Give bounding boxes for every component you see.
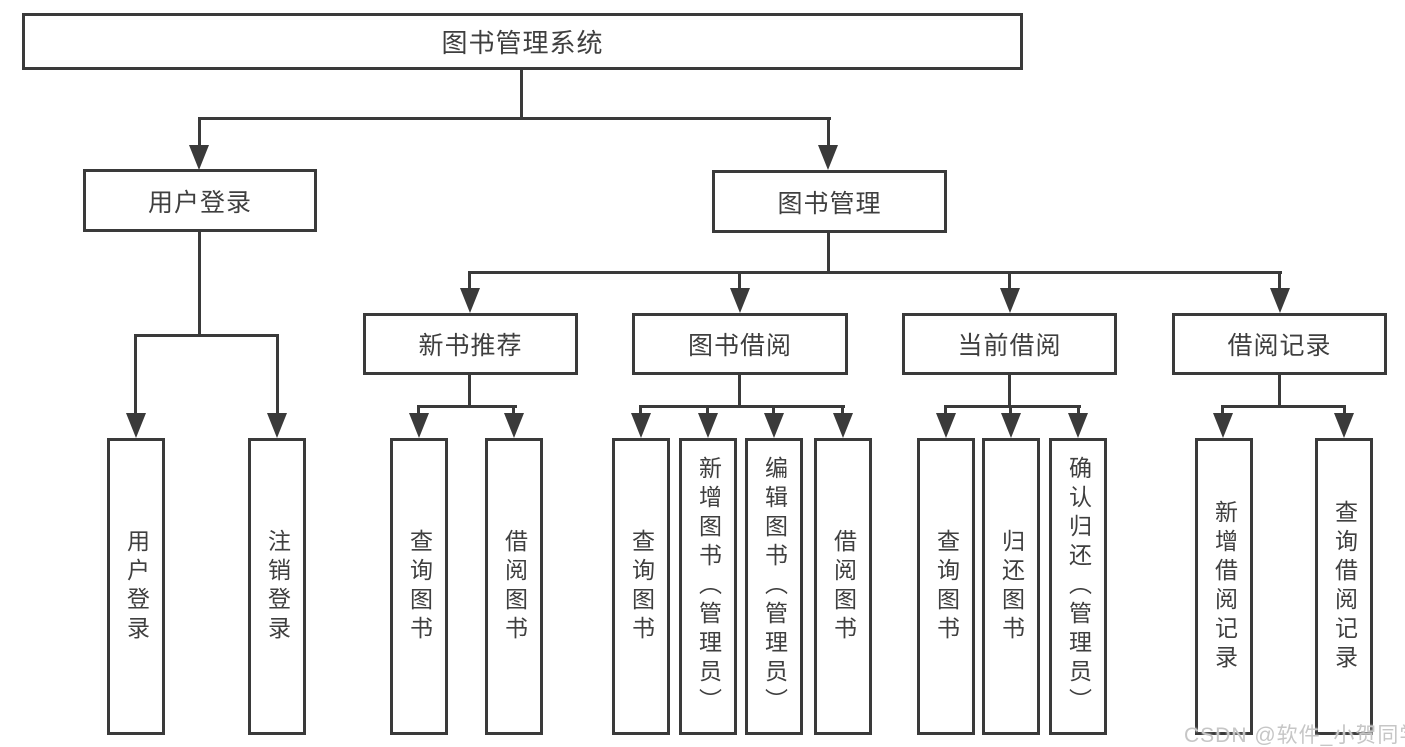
leaf-user-login: 用户登录: [107, 438, 165, 735]
leaf-label: 注销登录: [264, 528, 291, 645]
leaf-label: 用户登录: [123, 528, 150, 645]
arrow-down-icon: [818, 145, 838, 170]
leaf-current-confirm-return-admin: 确认归还（管理员）: [1049, 438, 1107, 735]
arrow-down-icon: [631, 413, 651, 438]
node-borrow-record: 借阅记录: [1172, 313, 1387, 375]
connector-leaf-shaft: [1077, 405, 1080, 417]
node-label: 当前借阅: [957, 332, 1062, 360]
connector-borrow-shaft: [738, 271, 741, 293]
connector-leaf-shaft: [841, 405, 844, 417]
leaf-record-query-record: 查询借阅记录: [1315, 438, 1373, 735]
connector-leaf-shaft: [417, 405, 420, 417]
connector-leaf-shaft: [772, 405, 775, 417]
connector-current-hline: [944, 405, 1081, 408]
arrow-down-icon: [730, 288, 750, 313]
arrow-down-icon: [1270, 288, 1290, 313]
arrow-down-icon: [126, 413, 146, 438]
leaf-label: 归还图书: [998, 528, 1025, 645]
connector-leaf-shaft: [639, 405, 642, 417]
connector-login-hline: [134, 334, 279, 337]
connector-record-hline: [1221, 405, 1346, 408]
node-user-login: 用户登录: [83, 169, 317, 232]
leaf-label: 编辑图书（管理员）: [761, 456, 788, 717]
connector-newbook-hline: [417, 405, 517, 408]
arrow-down-icon: [267, 413, 287, 438]
leaf-label: 新增借阅记录: [1211, 499, 1238, 674]
connector-manage-drop: [827, 232, 830, 273]
connector-login-leaf2-shaft: [276, 334, 279, 416]
node-book-manage: 图书管理: [712, 170, 947, 233]
arrow-down-icon: [1001, 413, 1021, 438]
arrow-down-icon: [698, 413, 718, 438]
connector-current-shaft: [1008, 271, 1011, 293]
arrow-down-icon: [189, 145, 209, 170]
node-current-borrow: 当前借阅: [902, 313, 1117, 375]
connector-newbook-shaft: [468, 271, 471, 293]
leaf-current-query-book: 查询图书: [917, 438, 975, 735]
connector-record-shaft: [1278, 271, 1281, 293]
leaf-current-return-book: 归还图书: [982, 438, 1040, 735]
node-label: 图书管理: [777, 189, 882, 218]
connector-leaf-shaft: [1009, 405, 1012, 417]
arrow-down-icon: [764, 413, 784, 438]
leaf-label: 查询借阅记录: [1331, 499, 1358, 674]
arrow-down-icon: [460, 288, 480, 313]
node-label: 图书借阅: [687, 332, 792, 360]
node-label: 图书管理系统: [441, 28, 604, 58]
csdn-watermark: CSDN @软件_小贺同学: [1184, 724, 1405, 747]
leaf-newbook-borrow-book: 借阅图书: [485, 438, 543, 735]
node-new-book-recommend: 新书推荐: [363, 313, 578, 375]
connector-root-drop: [520, 68, 523, 119]
arrow-down-icon: [1068, 413, 1088, 438]
leaf-label: 确认归还（管理员）: [1065, 456, 1092, 717]
connector-leaf-shaft: [944, 405, 947, 417]
leaf-label: 查询图书: [933, 528, 960, 645]
leaf-borrow-add-book-admin: 新增图书（管理员）: [679, 438, 737, 735]
connector-login-drop: [198, 231, 201, 336]
connector-book-manage-shaft: [827, 117, 830, 149]
node-label: 用户登录: [147, 188, 252, 217]
arrow-down-icon: [504, 413, 524, 438]
connector-leaf-shaft: [1343, 405, 1346, 417]
node-root-library-system: 图书管理系统: [22, 13, 1023, 70]
connector-newbook-drop: [468, 375, 471, 408]
connector-leaf-shaft: [706, 405, 709, 417]
connector-current-drop: [1008, 375, 1011, 408]
leaf-label: 查询图书: [406, 528, 433, 645]
leaf-borrow-edit-book-admin: 编辑图书（管理员）: [745, 438, 803, 735]
arrow-down-icon: [409, 413, 429, 438]
leaf-borrow-query-book: 查询图书: [612, 438, 670, 735]
leaf-record-add-record: 新增借阅记录: [1195, 438, 1253, 735]
arrow-down-icon: [1000, 288, 1020, 313]
connector-record-drop: [1278, 375, 1281, 408]
leaf-newbook-query-book: 查询图书: [390, 438, 448, 735]
connector-login-leaf1-shaft: [134, 334, 137, 416]
connector-user-login-shaft: [198, 117, 201, 149]
node-book-borrow: 图书借阅: [632, 313, 848, 375]
leaf-logout-login: 注销登录: [248, 438, 306, 735]
leaf-label: 借阅图书: [501, 528, 528, 645]
connector-leaf-shaft: [1221, 405, 1224, 417]
leaf-borrow-borrow-book: 借阅图书: [814, 438, 872, 735]
connector-root-hline: [198, 117, 831, 120]
leaf-label: 借阅图书: [830, 528, 857, 645]
connector-leaf-shaft: [512, 405, 515, 417]
arrow-down-icon: [833, 413, 853, 438]
node-label: 借阅记录: [1227, 332, 1332, 360]
arrow-down-icon: [936, 413, 956, 438]
connector-borrow-drop: [738, 375, 741, 408]
arrow-down-icon: [1334, 413, 1354, 438]
node-label: 新书推荐: [418, 332, 523, 360]
arrow-down-icon: [1213, 413, 1233, 438]
connector-borrow-hline: [639, 405, 845, 408]
leaf-label: 新增图书（管理员）: [695, 456, 722, 717]
leaf-label: 查询图书: [628, 528, 655, 645]
connector-level3-hline: [468, 271, 1282, 274]
